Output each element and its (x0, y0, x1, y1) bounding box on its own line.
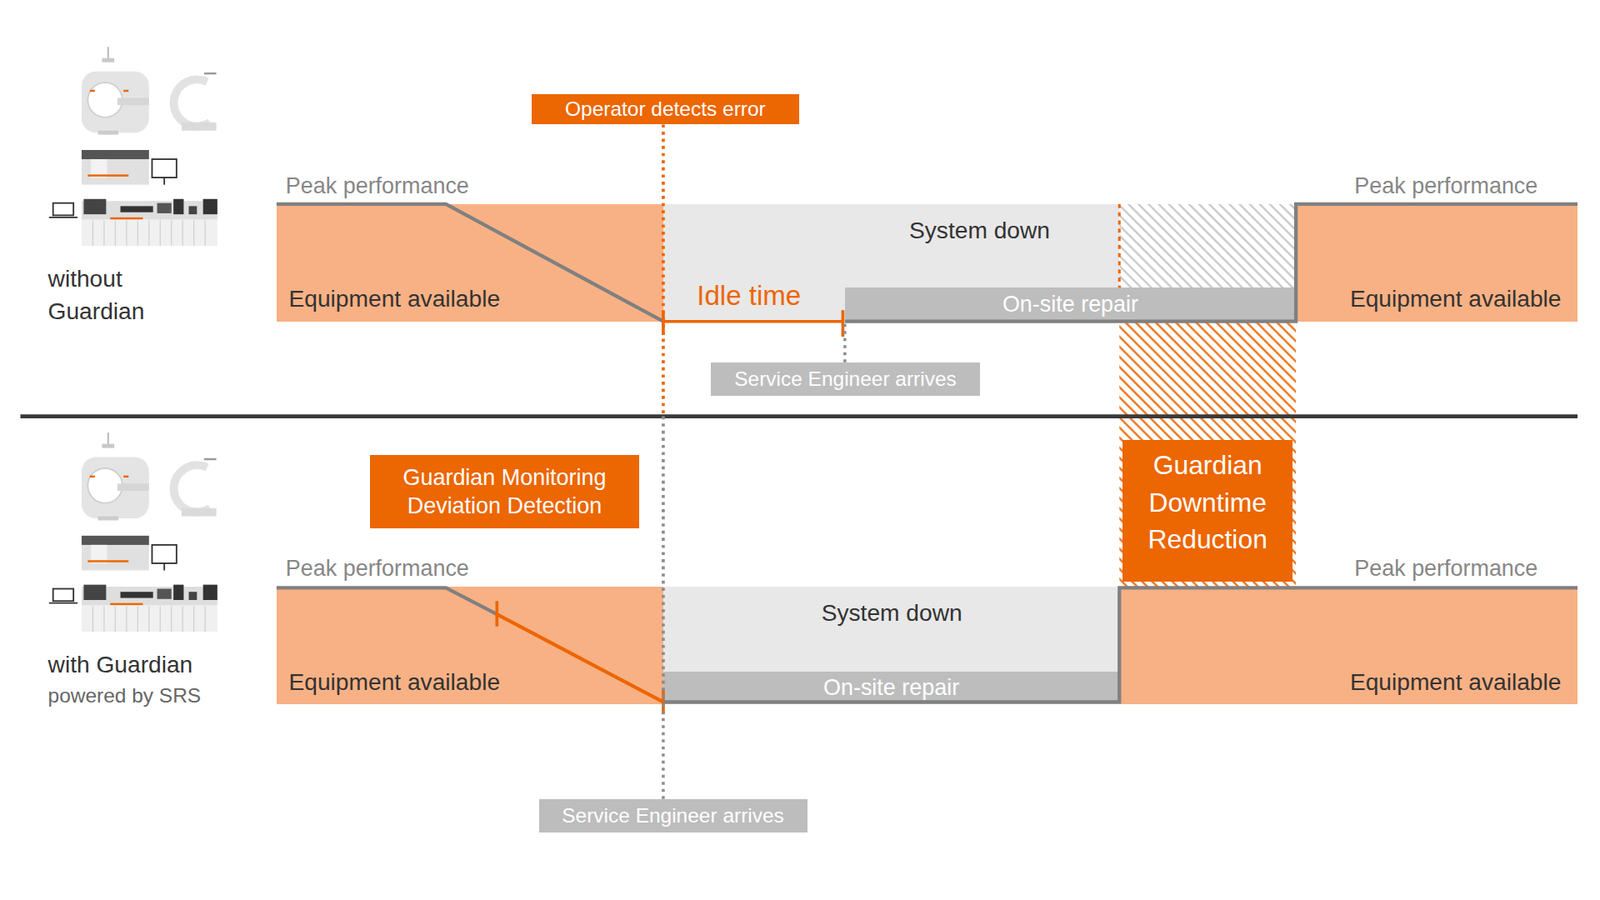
event-box: Service Engineer arrives (539, 799, 808, 833)
band-label: Equipment available (1350, 668, 1562, 697)
event-box: Operator detects error (531, 94, 800, 125)
band-label: On-site repair (845, 287, 1296, 321)
downtime-band: System downOn-site repair (663, 586, 1120, 705)
performance-line (276, 204, 664, 322)
performance-heading: Peak performance (285, 172, 470, 200)
leader-connector (843, 321, 847, 363)
event-text: Service Engineer arrives (710, 362, 980, 396)
divider-line (20, 414, 1578, 419)
event-text: Operator detects error (531, 94, 800, 125)
event-text: Service Engineer arrives (539, 799, 808, 833)
performance-heading: Peak performance (1354, 555, 1538, 582)
equipment-band: Peak performanceEquipment available (276, 204, 664, 322)
row-label: with Guardian (48, 650, 194, 680)
phase-label: Idle time (696, 279, 801, 313)
band-label: On-site repair (663, 671, 1120, 705)
event-box: Guardian Monitoring Deviation Detection (370, 455, 639, 529)
highlight-text: Guardian Downtime Reduction (1122, 431, 1293, 574)
hatch-area (1119, 321, 1296, 587)
event-box: Service Engineer arrives (710, 362, 980, 396)
equipment-band: Peak performanceEquipment available (276, 586, 664, 705)
equipment-illustration (49, 46, 218, 246)
band-label: Equipment available (289, 668, 501, 697)
performance-heading: Peak performance (1354, 172, 1538, 200)
band-label: System down (909, 216, 1050, 245)
equipment-band: Peak performanceEquipment available (1295, 204, 1578, 322)
band-label: Equipment available (1350, 285, 1562, 314)
equipment-illustration (49, 432, 218, 632)
performance-heading: Peak performance (285, 555, 470, 582)
leader-connector (661, 704, 665, 800)
event-text: Guardian Monitoring Deviation Detection (370, 455, 639, 529)
repair-band: On-site repair (663, 671, 1120, 705)
highlight-box: Guardian Downtime Reduction (1122, 440, 1293, 582)
repair-band: On-site repair (845, 287, 1296, 321)
band-label: System down (821, 599, 963, 628)
equipment-band: Peak performanceEquipment available (1119, 586, 1578, 705)
row-sublabel: powered by SRS (48, 683, 202, 708)
row-label: without Guardian (48, 262, 171, 329)
band-label: Equipment available (289, 285, 501, 314)
